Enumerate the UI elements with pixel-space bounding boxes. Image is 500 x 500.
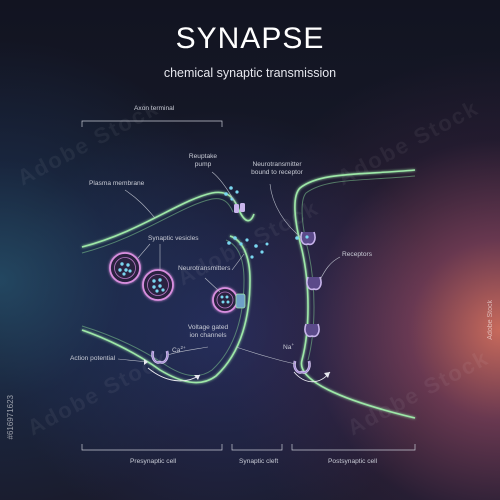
vesicle — [142, 269, 174, 301]
neurotransmitter-molecule — [224, 192, 228, 196]
arrow-heads — [144, 359, 330, 380]
label-voltage-gated: Voltage gated ion channels — [187, 324, 229, 339]
label-receptors: Receptors — [342, 251, 373, 258]
leader-lines — [117, 171, 341, 365]
neurotransmitter-molecule — [235, 190, 239, 194]
membrane-channel — [235, 293, 246, 309]
receptor — [306, 276, 322, 291]
presynaptic-membrane — [81, 191, 255, 384]
postsynaptic-bracket — [291, 444, 416, 451]
released-neurotransmitters — [224, 186, 299, 259]
axon-terminal-lower-outline — [81, 235, 251, 384]
label-postsynaptic-cell: Postsynaptic cell — [328, 458, 378, 465]
leader-nt-bound — [269, 183, 303, 239]
neurotransmitter-molecule — [254, 244, 258, 248]
neurotransmitter-molecule — [295, 236, 299, 240]
receptor — [300, 231, 316, 246]
neurotransmitter-molecule — [260, 250, 264, 254]
leader-neurotransmitters — [231, 253, 245, 271]
leader-plasma-membrane — [124, 189, 156, 219]
presynaptic-bracket — [81, 444, 223, 451]
postsynaptic-membrane — [294, 169, 416, 419]
label-nt-bound: Neurotransmitter bound to receptor — [251, 161, 303, 176]
label-synaptic-vesicles: Synaptic vesicles — [148, 235, 199, 242]
leader-voltage-gated — [167, 346, 209, 356]
leader-receptors — [319, 256, 341, 281]
label-axon-terminal: Axon terminal — [134, 105, 175, 112]
label-synaptic-cleft: Synaptic cleft — [239, 458, 279, 465]
leader-reuptake — [211, 171, 236, 203]
neurotransmitter-molecule — [229, 186, 233, 190]
bracket-lines — [81, 120, 416, 451]
postsynaptic-membrane-inner — [301, 175, 416, 361]
leader-voltage-gated — [235, 346, 297, 365]
presynaptic-channels — [151, 293, 246, 364]
neurotransmitter-molecule — [265, 242, 269, 246]
synaptic-vesicles — [109, 252, 238, 313]
axon-terminal-bracket — [81, 120, 223, 127]
label-presynaptic-cell: Presynaptic cell — [130, 458, 177, 465]
receptor — [304, 323, 320, 338]
watermark-brand: Adobe Stock — [487, 300, 494, 340]
reuptake-pump — [234, 203, 245, 213]
label-plasma-membrane: Plasma membrane — [89, 180, 145, 187]
label-ca: Ca2+ — [172, 345, 186, 355]
neurotransmitter-molecule — [233, 236, 237, 240]
neurotransmitter-molecule — [239, 242, 243, 246]
label-na: Na+ — [283, 342, 295, 352]
watermark-id: #616971623 — [6, 395, 15, 440]
page-title: SYNAPSE — [175, 22, 325, 55]
label-action-potential: Action potential — [70, 355, 116, 362]
neurotransmitter-molecule — [245, 238, 249, 242]
ca-channel — [151, 350, 169, 364]
label-reuptake-pump: Reuptake pump — [188, 153, 218, 168]
arrow-head — [144, 359, 148, 365]
vesicle — [212, 287, 238, 313]
label-neurotransmitters: Neurotransmitters — [178, 265, 231, 272]
postsynaptic-receptors — [293, 231, 322, 374]
cleft-bracket — [231, 444, 283, 451]
leader-action-potential — [117, 358, 149, 363]
leader-neurotransmitters-vesicle — [204, 277, 221, 293]
neurotransmitter-molecule — [227, 241, 231, 245]
page-subtitle: chemical synaptic transmission — [163, 66, 337, 80]
leader-synaptic-vesicles — [137, 243, 151, 259]
presynaptic-membrane-inner — [81, 198, 245, 377]
postsynaptic-outline — [294, 169, 416, 419]
vesicle — [109, 252, 141, 284]
na-channel — [293, 360, 311, 374]
neurotransmitter-molecule — [250, 255, 254, 259]
axon-terminal-outline — [81, 191, 255, 248]
arrow-head — [324, 372, 330, 378]
arrow-head — [194, 375, 200, 380]
